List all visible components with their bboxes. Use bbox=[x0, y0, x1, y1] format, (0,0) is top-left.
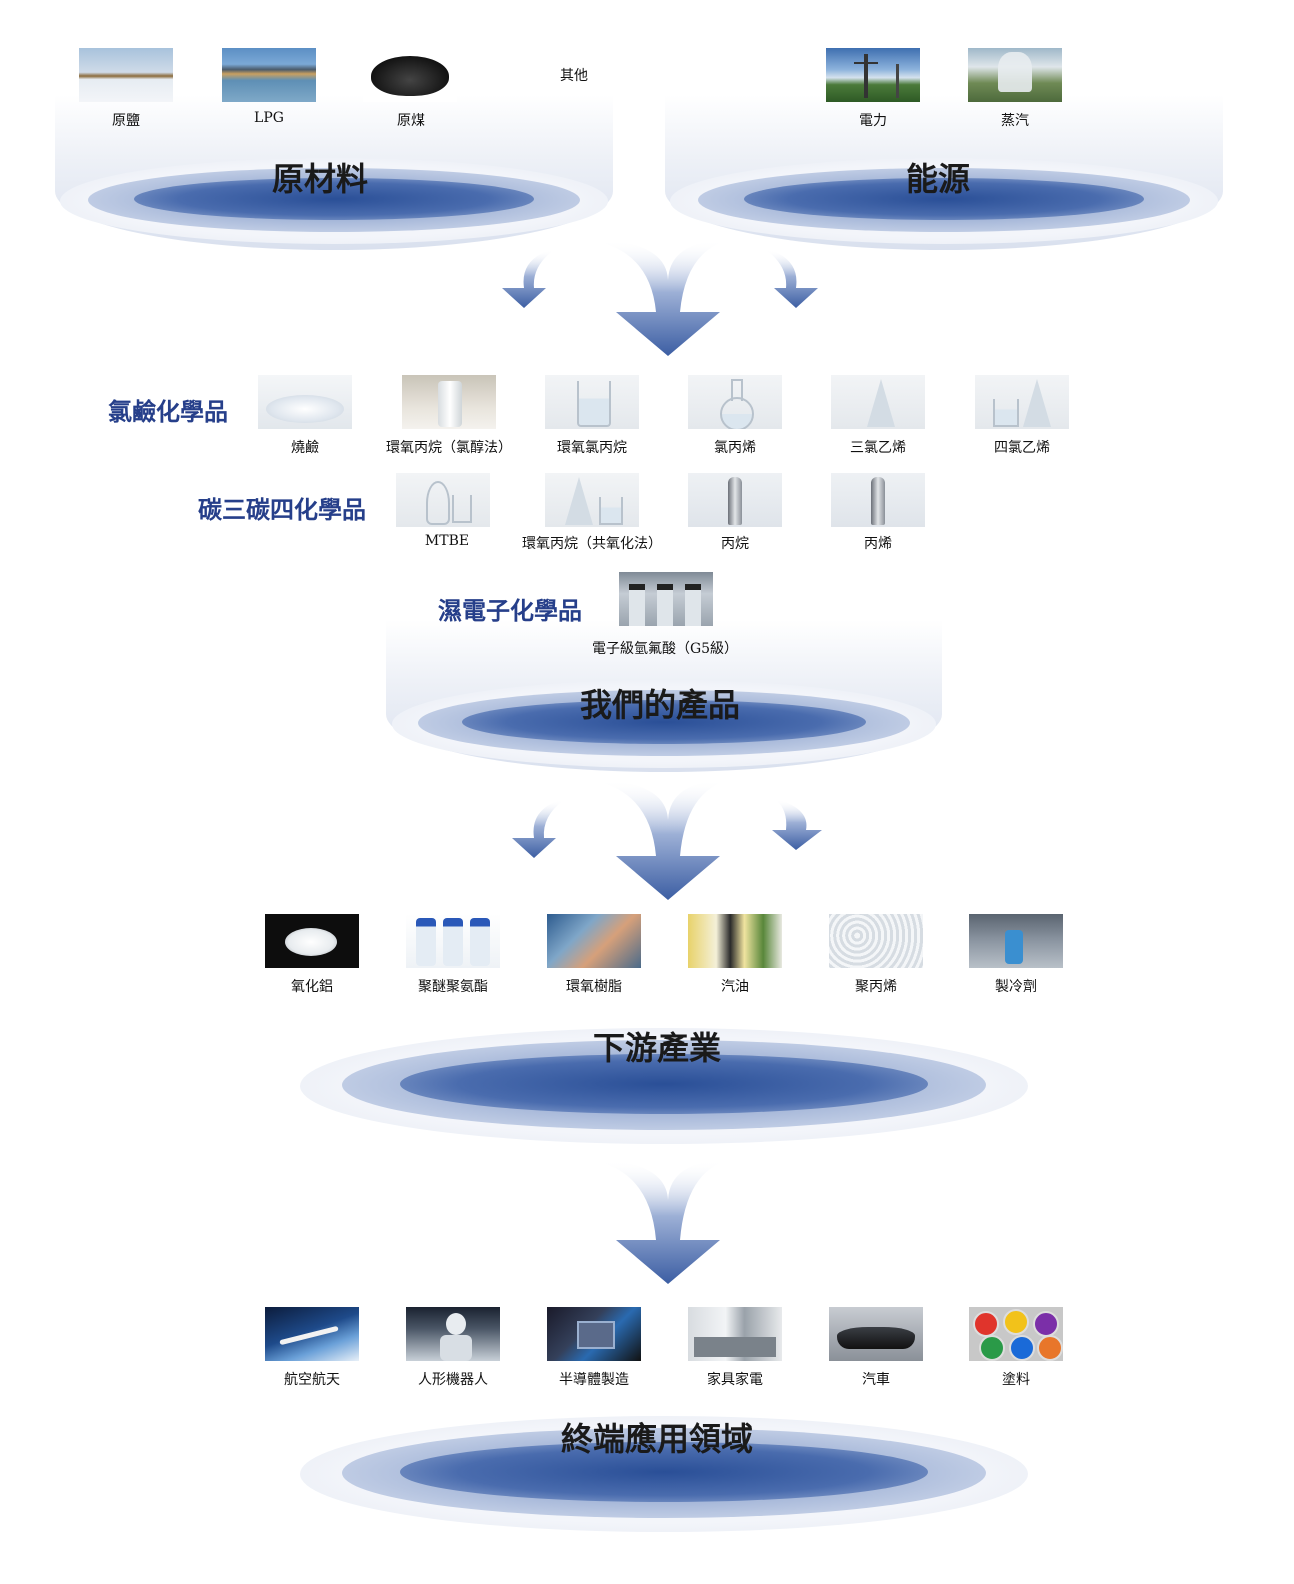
caustic-flakes-photo bbox=[258, 375, 352, 429]
kitchen-photo bbox=[688, 1307, 782, 1361]
electricity-label: 電力 bbox=[859, 113, 887, 129]
acid-bottles-photo bbox=[619, 572, 713, 626]
allyl-chloride-label: 氯丙烯 bbox=[714, 440, 756, 456]
c3c4-title: 碳三碳四化學品 bbox=[198, 496, 366, 524]
glassware-photo bbox=[396, 473, 490, 527]
flask-beaker-photo bbox=[545, 473, 639, 527]
alumina-label: 氧化鋁 bbox=[291, 979, 333, 995]
arrow-down-icon bbox=[590, 240, 730, 356]
humanoid-robot-label: 人形機器人 bbox=[418, 1372, 488, 1388]
salt-field-photo bbox=[79, 48, 173, 102]
hf-g5-label: 電子級氫氟酸（G5級） bbox=[591, 641, 739, 657]
paint-cans-photo bbox=[969, 1307, 1063, 1361]
po-cooxidation-label: 環氧丙烷（共氧化法） bbox=[522, 536, 662, 552]
raw-coal-label: 原煤 bbox=[397, 113, 425, 129]
downstream-title: 下游產業 bbox=[592, 1029, 721, 1067]
gasoline-label: 汽油 bbox=[721, 979, 749, 995]
resin-work-photo bbox=[547, 914, 641, 968]
tetrachloroethylene-label: 四氯乙烯 bbox=[994, 440, 1050, 456]
end-use-title: 終端應用領域 bbox=[560, 1420, 753, 1458]
propylene-label: 丙烯 bbox=[864, 536, 892, 552]
trichloroethylene-label: 三氯乙烯 bbox=[850, 440, 906, 456]
lpg-label: LPG bbox=[254, 110, 284, 126]
beaker-photo bbox=[545, 375, 639, 429]
flow-arrows-2 bbox=[512, 780, 822, 900]
polypropylene-label: 聚丙烯 bbox=[855, 979, 897, 995]
coatings-label: 塗料 bbox=[1002, 1372, 1030, 1388]
pp-pellets-photo bbox=[829, 914, 923, 968]
refrigerant-label: 製冷劑 bbox=[995, 979, 1037, 995]
energy-title: 能源 bbox=[905, 160, 970, 198]
propane-label: 丙烷 bbox=[721, 536, 749, 552]
arrow-down-icon bbox=[766, 250, 818, 308]
furniture-appliance-label: 家具家電 bbox=[707, 1372, 763, 1388]
products-title: 我們的產品 bbox=[579, 686, 740, 724]
steam-label: 蒸汽 bbox=[1001, 113, 1029, 129]
raw-materials-title: 原材料 bbox=[271, 160, 368, 198]
arrow-down-icon bbox=[590, 1160, 730, 1284]
robot-photo bbox=[406, 1307, 500, 1361]
mtbe-label: MTBE bbox=[424, 533, 470, 549]
flow-arrow-3 bbox=[590, 1160, 730, 1284]
polyether-pu-label: 聚醚聚氨酯 bbox=[418, 979, 488, 995]
lpg-terminal-photo bbox=[222, 48, 316, 102]
semiconductor-label: 半導體製造 bbox=[559, 1372, 629, 1388]
gas-cylinder-photo bbox=[831, 473, 925, 527]
power-tower-photo bbox=[826, 48, 920, 102]
reagent-bottle-photo bbox=[402, 375, 496, 429]
alumina-powder-photo bbox=[265, 914, 359, 968]
po-chlorohydrin-label: 環氧丙烷（氯醇法） bbox=[386, 440, 512, 456]
arrow-down-icon bbox=[590, 780, 730, 900]
flask-beaker-photo bbox=[975, 375, 1069, 429]
arrow-down-icon bbox=[502, 250, 554, 308]
flow-arrows-1 bbox=[502, 240, 818, 356]
other-label: 其他 bbox=[560, 68, 588, 84]
car-photo bbox=[829, 1307, 923, 1361]
lab-bottles-photo bbox=[406, 914, 500, 968]
chip-photo bbox=[547, 1307, 641, 1361]
automobile-label: 汽車 bbox=[862, 1372, 890, 1388]
caustic-soda-label: 燒鹼 bbox=[291, 440, 319, 456]
epoxy-resin-label: 環氧樹脂 bbox=[566, 979, 622, 995]
coal-pile-photo bbox=[363, 48, 457, 102]
rocket-photo bbox=[265, 1307, 359, 1361]
wet-electronic-title: 濕電子化學品 bbox=[438, 597, 582, 625]
round-flask-photo bbox=[688, 375, 782, 429]
cooling-tower-photo bbox=[968, 48, 1062, 102]
conical-flask-photo bbox=[831, 375, 925, 429]
epichlorohydrin-label: 環氧氯丙烷 bbox=[557, 440, 627, 456]
aerospace-label: 航空航天 bbox=[284, 1372, 340, 1388]
raw-salt-label: 原鹽 bbox=[112, 113, 140, 129]
ac-units-photo bbox=[969, 914, 1063, 968]
arrow-down-icon bbox=[772, 800, 822, 850]
fuel-nozzles-photo bbox=[688, 914, 782, 968]
chlor-alkali-title: 氯鹼化學品 bbox=[108, 398, 228, 426]
gas-cylinder-photo bbox=[688, 473, 782, 527]
arrow-down-icon bbox=[512, 800, 564, 858]
